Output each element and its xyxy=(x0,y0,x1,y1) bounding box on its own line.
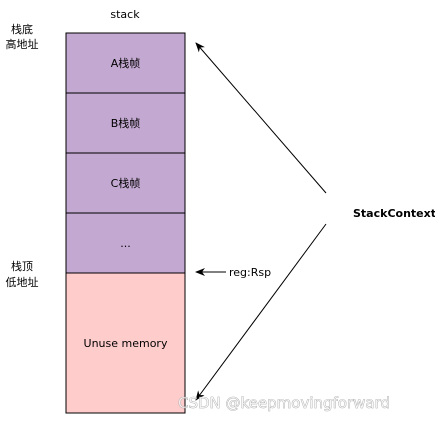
context-arrow-to-bottom xyxy=(195,42,327,194)
stack-frame-b-box xyxy=(65,92,186,154)
unused-memory: Unuse memory xyxy=(65,272,186,414)
rsp-label: reg:Rsp xyxy=(229,266,271,279)
context-arrow-to-top xyxy=(195,223,327,401)
stack-frame-ellipsis-box xyxy=(65,212,186,274)
stack-frame-ellipsis: ... xyxy=(65,212,186,274)
stack-frame-a: A栈帧 xyxy=(65,32,186,94)
unused-memory-label: Unuse memory xyxy=(84,337,168,350)
watermark-text: CSDN @keepmovingforward xyxy=(178,394,390,412)
unused-memory-box xyxy=(65,272,186,414)
stack-frame-a-box xyxy=(65,32,186,94)
stack-bottom-label-line1: 栈底 xyxy=(11,22,33,36)
stack-bottom-label-line2: 高地址 xyxy=(6,37,39,51)
stack-frame-c: C栈帧 xyxy=(65,152,186,214)
stack-frame-a-label: A栈帧 xyxy=(111,56,141,70)
stack-frame-c-box xyxy=(65,152,186,214)
stack-context-label: StackContext 2 xyxy=(353,207,435,220)
stack-top-label-line2: 低地址 xyxy=(6,275,39,289)
stack-title: stack xyxy=(110,8,140,21)
stack-frame-b-label: B栈帧 xyxy=(111,116,141,130)
stack-top-label-line1: 栈顶 xyxy=(11,259,33,273)
stack-frame-b: B栈帧 xyxy=(65,92,186,154)
stack-frame-c-label: C栈帧 xyxy=(111,176,141,190)
stack-frame-ellipsis-label: ... xyxy=(120,237,131,250)
